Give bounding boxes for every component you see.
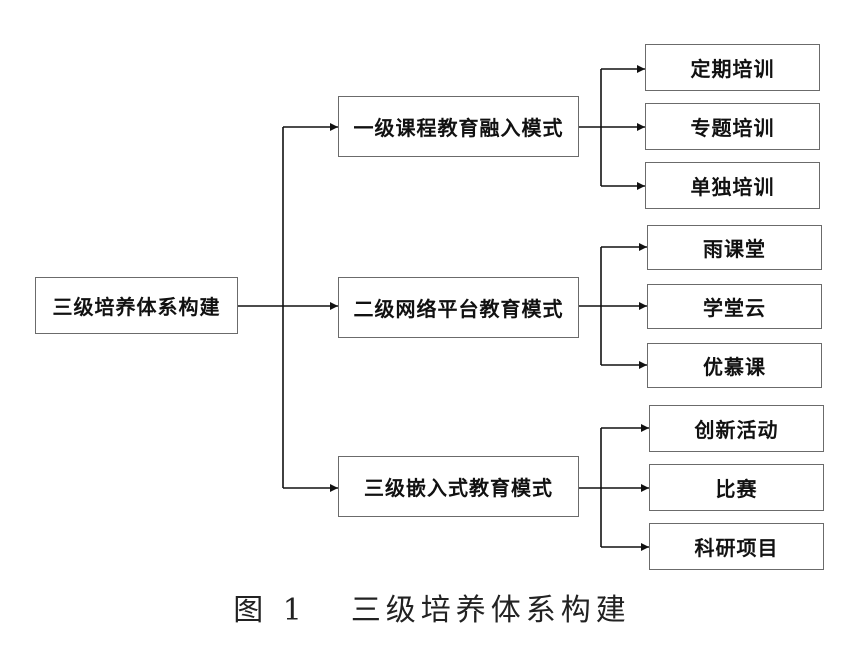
- root-node-label: 三级培养体系构建: [52, 295, 221, 319]
- level-1-leaf-1-label: 定期培训: [690, 57, 775, 81]
- level-1-node-label: 一级课程教育融入模式: [353, 116, 564, 140]
- level-3-leaf-1: 创新活动: [649, 405, 824, 452]
- level-2-leaf-3-label: 优慕课: [703, 355, 766, 379]
- level-2-leaf-1: 雨课堂: [647, 225, 822, 270]
- level-1-leaf-3: 单独培训: [645, 162, 820, 209]
- level-1-leaf-2-label: 专题培训: [690, 116, 775, 140]
- figure-title: 三级培养体系构建: [350, 593, 631, 628]
- level-2-leaf-1-label: 雨课堂: [703, 237, 766, 261]
- level-3-leaf-2: 比赛: [649, 464, 824, 511]
- connector-lines: [238, 65, 649, 551]
- level-3-leaf-3: 科研项目: [649, 523, 824, 570]
- level-1-leaf-2: 专题培训: [645, 103, 820, 150]
- level-2-node-label: 二级网络平台教育模式: [353, 297, 564, 321]
- figure-caption: 图 1 三级培养体系构建: [0, 582, 864, 632]
- level-2-node: 二级网络平台教育模式: [338, 277, 579, 338]
- level-1-node: 一级课程教育融入模式: [338, 96, 579, 157]
- level-3-leaf-1-label: 创新活动: [694, 418, 779, 442]
- level-2-leaf-2-label: 学堂云: [703, 296, 766, 320]
- level-1-leaf-3-label: 单独培训: [690, 175, 775, 199]
- level-2-leaf-2: 学堂云: [647, 284, 822, 329]
- figure-number: 图 1: [233, 593, 307, 628]
- level-2-leaf-3: 优慕课: [647, 343, 822, 388]
- level-3-node-label: 三级嵌入式教育模式: [364, 476, 553, 500]
- level-3-leaf-2-label: 比赛: [715, 477, 758, 501]
- level-1-leaf-1: 定期培训: [645, 44, 820, 91]
- tree-diagram: 三级培养体系构建 一级课程教育融入模式 定期培训 专题培训 单独培训 二级网络平…: [35, 44, 824, 570]
- level-3-leaf-3-label: 科研项目: [694, 536, 779, 560]
- root-node: 三级培养体系构建: [35, 277, 238, 334]
- level-3-node: 三级嵌入式教育模式: [338, 456, 579, 517]
